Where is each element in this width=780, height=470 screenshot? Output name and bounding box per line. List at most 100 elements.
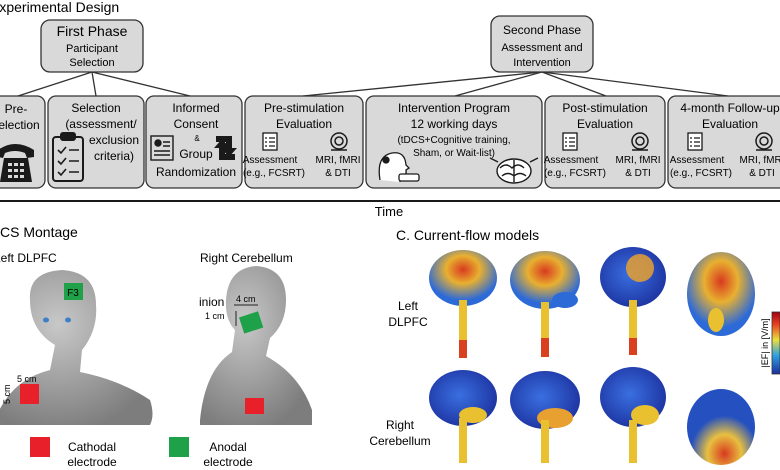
anodal-legend-line1: Anodal: [209, 440, 246, 454]
electrode-height-label: 5 cm: [2, 384, 12, 404]
brain-model-right-lateral: [429, 370, 497, 463]
f3-electrode: [64, 283, 83, 300]
first-phase-box: First Phase Participant Selection: [40, 19, 144, 73]
mri-scanner-icon: [631, 132, 649, 151]
current-flow-title: C. Current-flow models: [396, 227, 539, 243]
brain-training-icon: [489, 157, 539, 184]
mri-scanner-icon: [755, 132, 773, 151]
brain-row-left-dlpfc: [429, 247, 755, 358]
selection-box: Selection (assessment/ exclusion criteri…: [47, 95, 145, 189]
shuffle-arrows-icon: [214, 136, 237, 160]
post-stim-assess2: (e.g., FCSRT): [544, 168, 606, 179]
anodal-legend-line2: electrode: [203, 455, 253, 469]
followup-assess1: Assessment: [670, 155, 725, 166]
phase-connectors: [17, 71, 729, 97]
intervention-line1: Intervention Program: [398, 101, 510, 115]
tdcs-head-icon: [378, 152, 420, 182]
pre-stim-assess1: Assessment: [243, 155, 298, 166]
post-stim-line2: Evaluation: [577, 117, 633, 131]
post-stim-mri2: & DTI: [625, 168, 651, 179]
selection-line3: exclusion: [89, 133, 139, 147]
consent-line1: Informed: [172, 101, 219, 115]
anodal-legend-swatch: [169, 437, 189, 457]
colorbar: [771, 311, 780, 375]
montage-left-label: Left DLPFC: [0, 251, 57, 265]
dist-4cm-label: 4 cm: [236, 294, 256, 304]
mri-scanner-icon: [330, 132, 348, 151]
time-label: Time: [375, 204, 403, 219]
pre-stim-mri1: MRI, fMRI: [316, 155, 361, 166]
pre-stim-box: Pre-stimulation Evaluation Assessment (e…: [243, 95, 364, 189]
row2-label-line1: Right: [386, 418, 415, 432]
brain-model-left-top: [687, 252, 755, 336]
selection-line4: criteria): [94, 149, 134, 163]
cathodal-legend-line2: electrode: [67, 455, 117, 469]
first-phase-title: First Phase: [57, 23, 128, 39]
intervention-line3: (tDCS+Cognitive training,: [397, 135, 510, 146]
montage-right-label: Right Cerebellum: [200, 251, 293, 265]
brain-model-left-side: [510, 251, 580, 357]
followup-box: 4-month Follow-up Evaluation Assessment …: [667, 95, 780, 189]
post-stim-box: Post-stimulation Evaluation Assessment (…: [544, 95, 666, 189]
assessment-sheet-icon: [687, 132, 703, 151]
pre-stim-mri2: & DTI: [325, 168, 351, 179]
pre-stim-assess2: (e.g., FCSRT): [243, 168, 305, 179]
assessment-sheet-icon: [562, 132, 578, 151]
montage-title: tDCS Montage: [0, 224, 78, 240]
pre-stim-line2: Evaluation: [276, 117, 332, 131]
second-phase-line1: Assessment and: [501, 42, 582, 54]
pre-stim-line1: Pre-stimulation: [264, 101, 344, 115]
followup-assess2: (e.g., FCSRT): [670, 168, 732, 179]
consent-line4: Randomization: [156, 165, 236, 179]
intervention-box: Intervention Program 12 working days (tD…: [365, 95, 543, 189]
consent-line3: Group: [179, 147, 213, 161]
brain-model-left-front: [600, 247, 666, 355]
followup-line2: Evaluation: [702, 117, 758, 131]
row2-label-line2: Cerebellum: [369, 434, 430, 448]
first-phase-line1: Participant: [66, 43, 118, 55]
consent-box: Informed Consent & Group Randomization: [145, 95, 243, 189]
post-stim-line1: Post-stimulation: [562, 101, 647, 115]
brain-model-right-side: [510, 371, 580, 463]
f3-label: F3: [67, 288, 79, 299]
cathodal-legend-line1: Cathodal: [68, 440, 116, 454]
selection-line1: Selection: [71, 101, 120, 115]
design-title: Experimental Design: [0, 0, 119, 15]
consent-line2: Consent: [174, 117, 219, 131]
second-phase-box: Second Phase Assessment and Intervention: [490, 15, 594, 73]
brain-model-right-back: [600, 367, 666, 463]
colorbar-label: |EF| in [V/m]: [760, 318, 770, 367]
first-phase-line2: Selection: [69, 57, 114, 69]
row1-label-line2: DLPFC: [388, 315, 428, 329]
second-phase-title: Second Phase: [503, 23, 581, 37]
clipboard-checklist-icon: [52, 132, 84, 182]
second-phase-line2: Intervention: [513, 57, 570, 69]
dist-1cm-label: 1 cm: [205, 311, 225, 321]
left-dlpfc-head: F3 5 cm 5 cm: [0, 270, 153, 425]
selection-line2: (assessment/: [65, 117, 137, 131]
followup-mri2: & DTI: [749, 168, 775, 179]
intervention-line4: Sham, or Wait-list): [413, 148, 495, 159]
post-stim-assess1: Assessment: [544, 155, 599, 166]
electrode-width-label: 5 cm: [17, 374, 37, 384]
brain-model-right-bottom: [687, 389, 755, 465]
right-anodal-electrode: [239, 311, 264, 334]
consent-amp: &: [194, 134, 200, 143]
post-stim-mri1: MRI, fMRI: [616, 155, 661, 166]
followup-mri1: MRI, fMRI: [740, 155, 780, 166]
right-cerebellum-head: inion 4 cm 1 cm: [199, 266, 312, 425]
intervention-line2: 12 working days: [411, 117, 498, 131]
followup-line1: 4-month Follow-up: [680, 101, 780, 115]
telephone-icon: [0, 144, 34, 182]
cathodal-legend-swatch: [30, 437, 50, 457]
row1-label-line1: Left: [398, 299, 419, 313]
right-cathodal-electrode: [245, 398, 264, 414]
left-cathodal-electrode: [20, 384, 39, 404]
inion-label: inion: [199, 295, 224, 309]
consent-form-icon: [150, 135, 174, 161]
pre-selection-line2: selection: [0, 118, 40, 132]
brain-model-left-lateral: [429, 250, 497, 358]
pre-selection-line1: Pre-: [5, 102, 28, 116]
brain-row-right-cerebellum: [429, 367, 755, 465]
